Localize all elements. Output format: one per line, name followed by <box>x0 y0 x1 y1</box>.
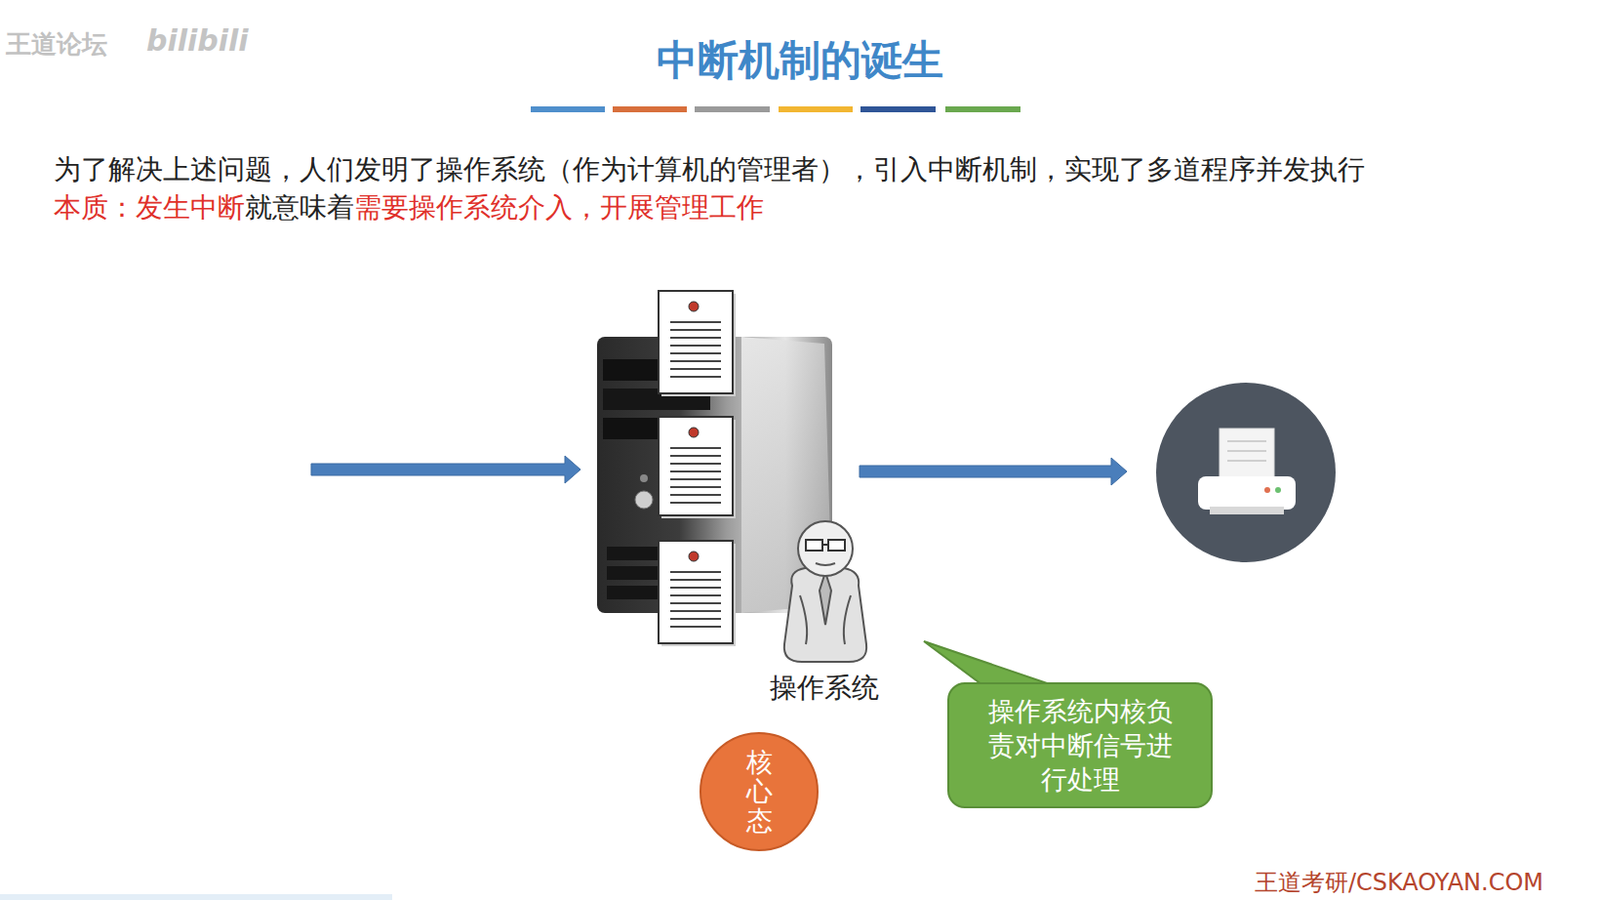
program-document <box>658 540 736 646</box>
bar <box>778 106 853 113</box>
printer-icon <box>1156 382 1336 562</box>
emphasis-text: 需要操作系统介入，开展管理工作 <box>354 191 764 224</box>
program-document <box>658 290 736 397</box>
title-bars <box>530 106 1021 113</box>
bottom-strip <box>0 893 393 900</box>
watermark: 王道论坛 <box>5 27 108 62</box>
essence-line: 本质：发生中断就意味着需要操作系统介入，开展管理工作 <box>53 189 764 227</box>
input-arrow <box>311 455 581 483</box>
bubble-tail <box>923 640 1059 687</box>
led <box>640 474 648 482</box>
mode-circle: 核心态 <box>699 731 819 851</box>
bubble-text: 操作系统内核负责对中断信号进行处理 <box>983 693 1177 797</box>
bar <box>612 106 687 113</box>
bar <box>694 106 770 113</box>
intro-text: 为了解决上述问题，人们发明了操作系统（作为计算机的管理者），引入中断机制，实现了… <box>53 151 1365 189</box>
os-person <box>784 520 867 662</box>
bar <box>945 106 1021 113</box>
emphasis-text: 本质：发生中断 <box>53 191 245 224</box>
watermark: bilibili <box>146 23 249 58</box>
figure-label: 操作系统 <box>769 669 880 707</box>
bar <box>530 106 605 113</box>
bar <box>860 106 936 113</box>
vertical-text: 核心态 <box>746 747 773 835</box>
documents <box>658 290 736 646</box>
body-text: 就意味着 <box>244 191 355 224</box>
program-document <box>658 416 736 519</box>
power-button <box>635 490 653 509</box>
output-arrow <box>859 457 1127 485</box>
speech-bubble: 操作系统内核负责对中断信号进行处理 <box>947 681 1213 808</box>
watermark: 王道考研/CSKAOYAN.COM <box>1254 866 1544 898</box>
